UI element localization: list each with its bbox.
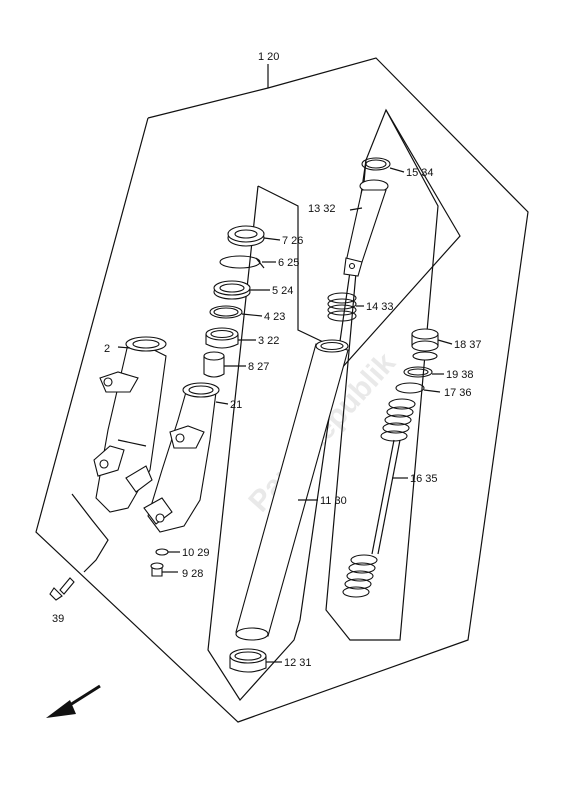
dust-seal-7 <box>227 225 265 247</box>
callout-3-22: 3 22 <box>258 335 279 347</box>
assembly-outline-outer <box>35 57 529 723</box>
callout-10-29: 10 29 <box>182 547 210 559</box>
fork-spring-16 <box>342 398 416 598</box>
callout-15-34: 15 34 <box>406 167 434 179</box>
bolt-9 <box>150 562 164 577</box>
callout-1-20: 1 20 <box>258 51 279 63</box>
callout-21: 21 <box>230 399 242 411</box>
bushing-3 <box>205 327 239 349</box>
callout-2: 2 <box>104 343 110 355</box>
callout-9-28: 9 28 <box>182 568 203 580</box>
ring-15 <box>361 157 391 171</box>
leader-2 <box>117 346 131 349</box>
leader-17 <box>423 389 441 393</box>
spring-14 <box>327 292 357 322</box>
washer-4 <box>209 305 243 319</box>
callout-18-37: 18 37 <box>454 339 482 351</box>
leader-7 <box>263 237 281 241</box>
leader-18 <box>437 339 453 345</box>
callout-16-35: 16 35 <box>410 473 438 485</box>
callout-4-23: 4 23 <box>264 311 285 323</box>
bolt-39 <box>49 577 75 601</box>
assembly-outline-damper <box>325 109 439 641</box>
callout-17-36: 17 36 <box>444 387 472 399</box>
leader-4 <box>241 313 263 317</box>
bushing-12 <box>229 648 267 673</box>
outer-tube-left <box>93 336 167 513</box>
callout-14-33: 14 33 <box>366 301 394 313</box>
callout-39: 39 <box>52 613 64 625</box>
leader-21 <box>215 401 229 405</box>
callout-8-27: 8 27 <box>248 361 269 373</box>
callout-11-30: 11 30 <box>320 495 347 507</box>
washer-17 <box>395 382 425 394</box>
leader-13 <box>349 207 363 211</box>
callout-19-38: 19 38 <box>446 369 474 381</box>
callout-7-26: 7 26 <box>282 235 303 247</box>
front-direction-arrow <box>46 684 101 718</box>
bushing-8 <box>203 351 225 378</box>
callout-13-32: 13 32 <box>308 203 336 215</box>
o-ring-19 <box>403 366 433 378</box>
callout-6-25: 6 25 <box>278 257 299 269</box>
inner-tube-11 <box>235 339 349 641</box>
assembly-outline-lower <box>71 493 109 573</box>
oil-seal-5 <box>213 280 251 300</box>
gasket-10 <box>155 548 169 556</box>
callout-5-24: 5 24 <box>272 285 293 297</box>
leader-15 <box>389 167 405 173</box>
outer-tube-right <box>143 382 220 533</box>
stopper-ring-6 <box>219 255 265 269</box>
damper-rod-13 <box>343 179 389 277</box>
callout-12-31: 12 31 <box>284 657 312 669</box>
bolt-18 <box>411 328 439 361</box>
